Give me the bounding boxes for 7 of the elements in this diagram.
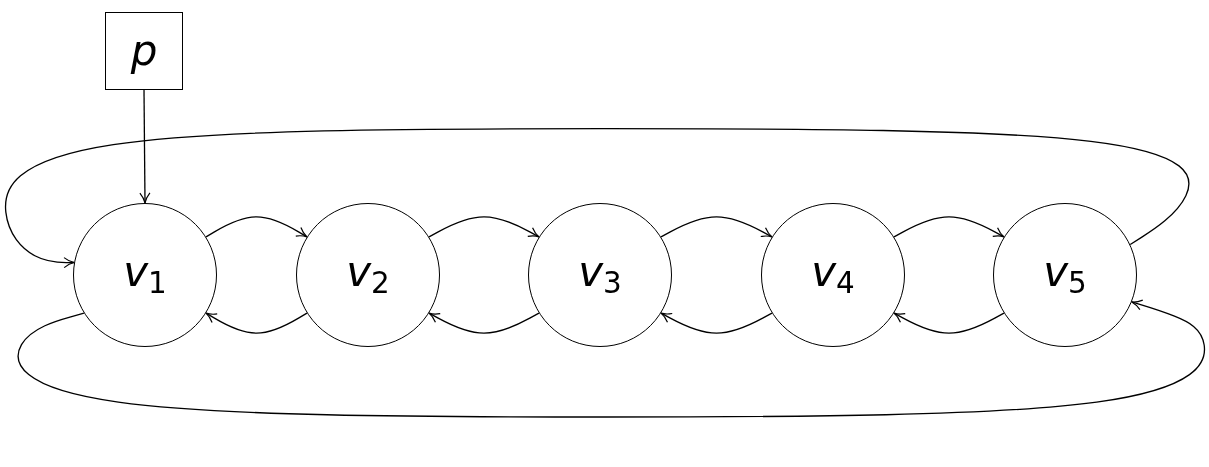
node-label: v$_{3}$ — [578, 251, 622, 299]
node-label: v$_{2}$ — [346, 251, 390, 299]
node-label: v$_{1}$ — [123, 251, 167, 299]
node-label: p — [130, 30, 158, 72]
node-label: v$_{4}$ — [811, 251, 855, 299]
label-box — [105, 12, 183, 90]
node-label: v$_{5}$ — [1043, 251, 1087, 299]
